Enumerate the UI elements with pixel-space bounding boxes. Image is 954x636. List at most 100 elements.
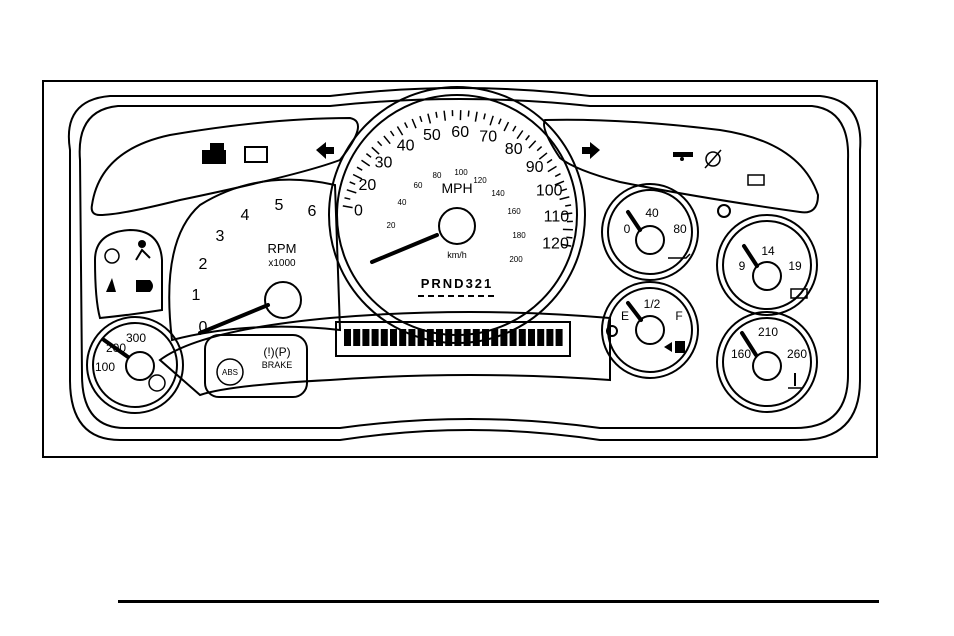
speedometer-tick-mark [498,118,502,125]
display-segment [491,329,499,346]
speedometer-needle [370,233,439,264]
rpm-tick-label: 1 [192,287,201,304]
check-engine-icon [244,146,268,163]
display-segment [454,329,462,346]
display-segment [353,329,361,346]
rpm-tick-label: 6 [308,203,317,220]
abs-lamp-label: ABS [222,368,238,377]
fuel-tick-f: F [675,309,682,323]
speedometer-tick-mark [411,118,417,129]
display-segment [463,329,471,346]
rpm-tick-label: 0 [199,319,208,336]
trans-gauge-hub [125,351,155,381]
battery-icon [790,288,808,299]
voltmeter-hub [752,261,782,291]
display-segment [371,329,379,346]
voltmeter-needle [742,244,759,268]
figure-frame [42,80,878,458]
mph-tick-label: 40 [397,138,415,155]
temp-tick-1: 210 [758,325,778,339]
speedometer-tick-mark [528,140,537,149]
left-round-indicator [606,325,618,337]
speedometer-tick-mark [547,165,557,173]
speedometer-tick-mark [483,113,486,120]
display-segment [362,329,370,346]
right-indicator-pod [543,118,820,214]
cruise-icon [104,248,120,264]
rpm-tick-label: 3 [216,228,225,245]
display-segment [380,329,388,346]
temp-tick-0: 160 [731,347,751,361]
mph-tick-label: 120 [542,236,569,253]
display-segment [426,329,434,346]
service-icon [704,149,722,169]
speedometer-tick-mark [352,173,363,180]
oil-tick-2: 80 [673,222,687,236]
transmission-temp-icon [148,374,166,392]
fuel-gauge-needle [626,301,643,322]
airbag-icon [135,240,151,261]
display-segment [390,329,397,346]
speedometer-tick-mark [356,166,363,171]
kmh-tick-label: 180 [512,231,526,240]
trailer-icon [673,152,693,161]
inner-scale-label: 80 [433,171,442,180]
trans-gauge-face [92,322,178,408]
speedometer-tick-mark [404,122,409,129]
fuel-gauge-bezel [601,281,699,379]
speedometer-tick-mark [562,212,573,216]
speedometer-tick-mark [512,125,517,132]
volt-tick-2: 19 [788,259,802,273]
abs-lamp-ring [216,358,244,386]
display-segment [555,329,563,346]
cluster-outer-shell [67,87,862,441]
oil-gauge-bezel [601,183,699,281]
voltmeter-bezel [716,214,818,316]
odometer-display [335,321,571,357]
left-lamp-pod [93,228,163,320]
speedometer-tick-mark [559,196,570,201]
display-segment [472,329,480,346]
mph-tick-label: 60 [451,124,469,141]
kmh-tick-label: 120 [473,176,487,185]
mph-tick-label: 70 [479,129,497,146]
volt-tick-0: 9 [739,259,746,273]
speedometer-tick-mark [377,140,383,147]
brake-lamp-symbol: (!)(P) [263,345,290,359]
display-segment [537,329,545,346]
trans-tick-1: 200 [106,341,126,355]
speedometer-tick-mark [503,121,510,132]
speedometer-tick-mark [474,111,478,122]
rpm-tick-label: 5 [275,197,284,214]
temp-gauge-hub [752,351,782,381]
mph-tick-label: 0 [354,203,363,220]
display-segment [408,329,416,346]
speedometer-tick-mark [344,197,351,200]
mph-tick-label: 110 [544,209,570,226]
security-icon [202,143,226,164]
fuel-gauge-hub [635,315,665,345]
speedometer-tick-mark [538,152,548,160]
display-segment [436,329,443,346]
speedometer-tick-mark [554,180,565,186]
speedometer-tick-mark [419,115,423,123]
tachometer-unit-label: RPM [268,241,297,256]
trans-tick-2: 300 [126,331,146,345]
speedometer-tick-mark [536,146,543,152]
speedometer-tick-mark [371,146,380,155]
display-segment [482,329,489,346]
voltmeter-face [722,220,812,310]
oil-gauge-face [607,189,693,275]
mph-tick-label: 30 [375,155,393,172]
kmh-tick-label: 160 [507,207,521,216]
trans-gauge-bezel [86,316,184,414]
speedometer-tick-mark [561,243,572,247]
display-segment [417,329,425,346]
oil-can-icon [668,253,691,259]
inner-scale-label: 100 [454,168,468,177]
display-segment [509,329,517,346]
fuel-tick-half: 1/2 [644,297,661,311]
trans-gauge-needle [102,338,130,359]
tachometer-needle [198,303,270,335]
battery-warning-icon [747,174,765,186]
